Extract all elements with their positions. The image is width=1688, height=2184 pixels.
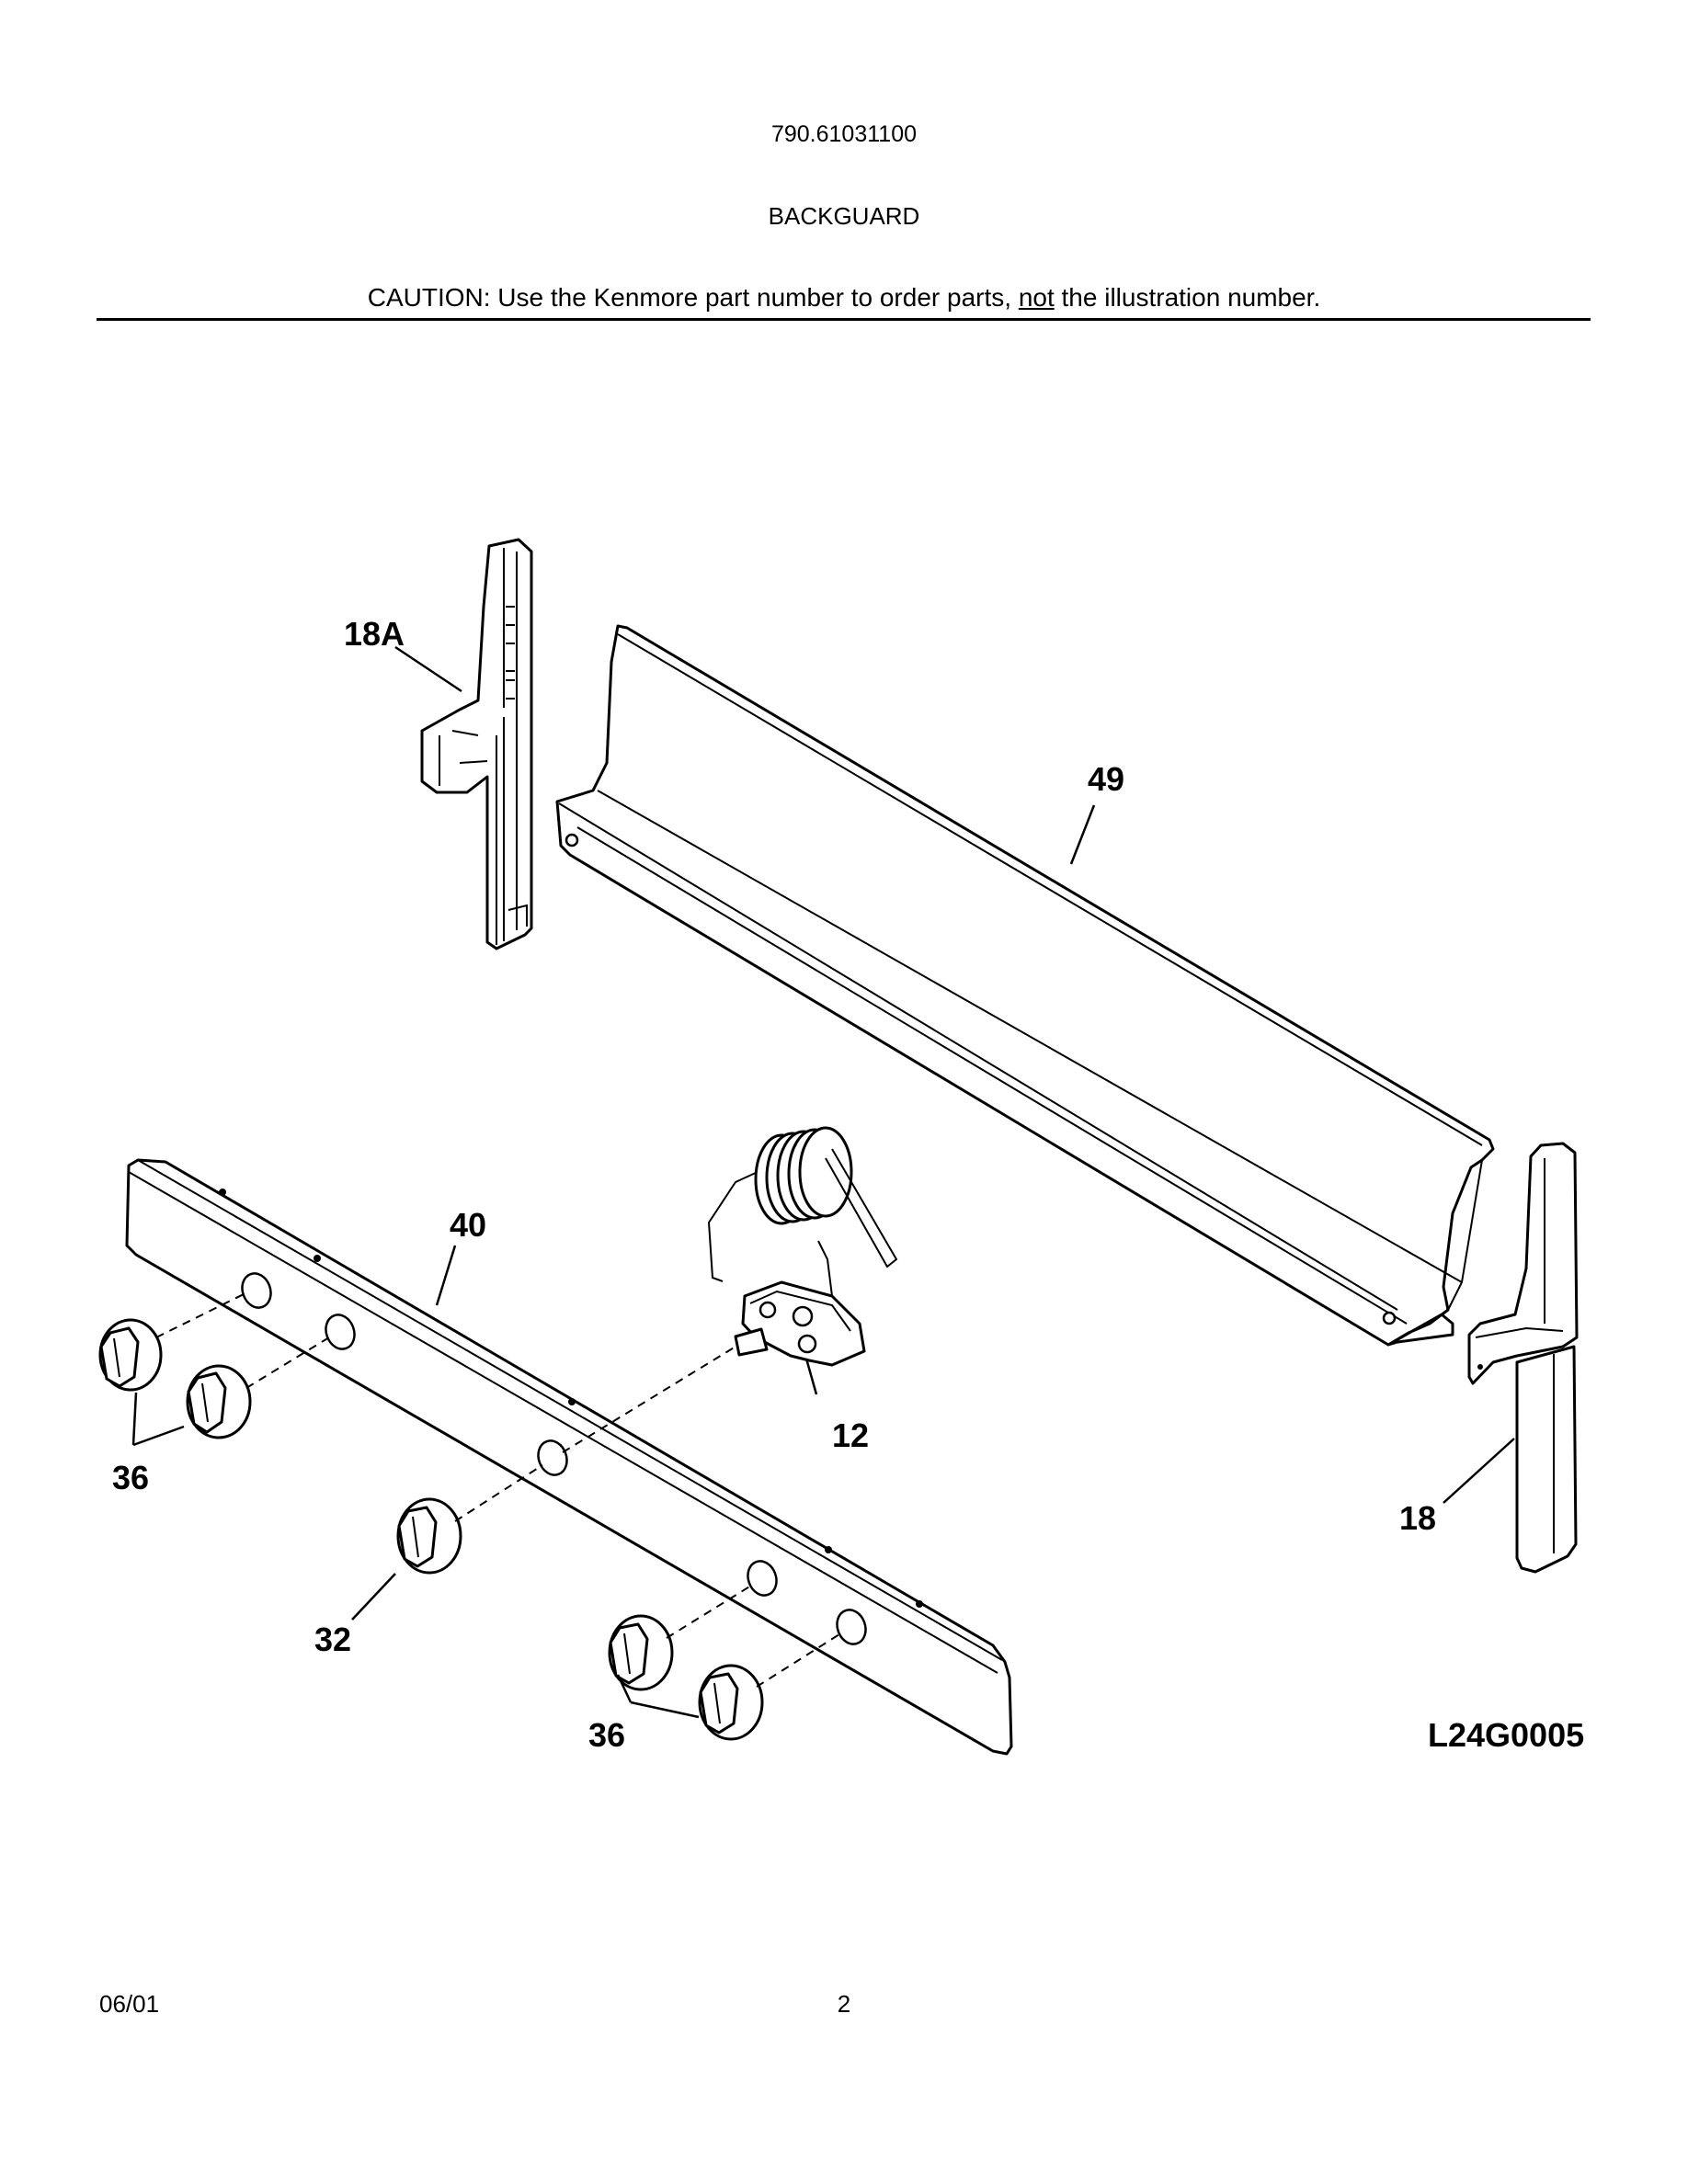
footer-date: 06/01 xyxy=(99,1990,160,2018)
knob-36-lower-left xyxy=(186,1364,252,1439)
part-18A-left-bracket xyxy=(420,538,533,950)
callout-49: 49 xyxy=(1088,760,1124,798)
knob-36-bottom-right xyxy=(698,1664,764,1741)
drawing-code: L24G0005 xyxy=(1428,1716,1584,1754)
header-divider xyxy=(97,318,1591,321)
section-title: BACKGUARD xyxy=(768,202,920,230)
knob-36-upper-left xyxy=(98,1318,163,1392)
callout-40: 40 xyxy=(450,1206,486,1244)
caution-emphasis: not xyxy=(1018,283,1055,312)
callout-18A: 18A xyxy=(344,615,405,653)
part-12-thermostat xyxy=(707,1126,898,1367)
footer-page-number: 2 xyxy=(837,1990,851,2018)
part-40-control-panel xyxy=(125,1158,1013,1756)
part-49-backguard-panel xyxy=(555,624,1495,1347)
callout-18: 18 xyxy=(1399,1499,1436,1537)
caution-suffix: the illustration number. xyxy=(1054,283,1321,312)
knob-36-bottom-left xyxy=(608,1614,674,1691)
part-18-right-end-cap xyxy=(1467,1142,1579,1574)
callout-12: 12 xyxy=(832,1416,869,1454)
callout-36-left: 36 xyxy=(112,1459,149,1496)
knob-32 xyxy=(396,1497,462,1575)
callout-32: 32 xyxy=(314,1621,351,1658)
alignment-lines xyxy=(155,1293,840,1688)
leader-lines xyxy=(131,645,1515,1719)
caution-prefix: CAUTION: Use the Kenmore part number to … xyxy=(367,283,1019,312)
caution-note: CAUTION: Use the Kenmore part number to … xyxy=(0,283,1688,313)
model-number: 790.61031100 xyxy=(770,121,918,147)
callout-36-bottom: 36 xyxy=(588,1716,625,1754)
